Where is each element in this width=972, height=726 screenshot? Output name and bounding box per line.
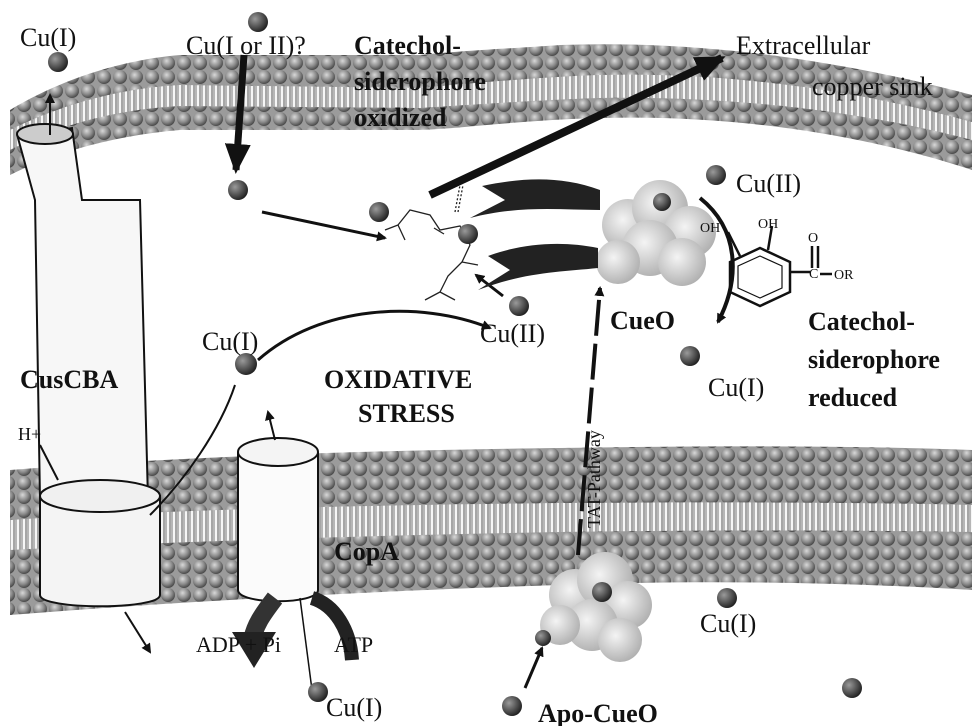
cuscba-bottom-arrow	[125, 612, 150, 652]
label-cu-ii-mid: Cu(II)	[480, 319, 545, 348]
label-cu-ii-right: Cu(II)	[736, 169, 801, 198]
label-cueo: CueO	[610, 306, 675, 335]
label-atp: ATP	[334, 632, 373, 657]
label-catechol-oxidized-1: Catechol-	[354, 31, 461, 60]
apo-cueo-arrow	[525, 648, 542, 688]
cueo-wedge-arrow-upper	[470, 179, 600, 218]
label-adp-pi: ADP + Pi	[196, 632, 281, 657]
label-catechol-reduced-1: Catechol-	[808, 307, 915, 336]
cueo-wedge-arrow-lower	[478, 244, 598, 290]
label-tat-pathway: TAT-Pathway	[584, 430, 604, 528]
label-ester-or: OR	[834, 268, 854, 283]
label-extracellular-1: Extracellular	[736, 31, 871, 60]
outer-membrane	[10, 44, 972, 175]
label-catechol-oxidized-3: oxidized	[354, 103, 447, 132]
copa-up-arrow	[268, 412, 275, 440]
label-catechol-reduced-3: reduced	[808, 383, 898, 412]
copa-bottom-line	[300, 598, 312, 690]
label-apo-cueo: Apo-CueO	[538, 699, 658, 726]
label-ester-c: C	[809, 267, 818, 282]
label-catechol-oxidized-2: siderophore	[354, 67, 486, 96]
label-oh-1: OH	[700, 221, 720, 236]
label-h-plus: H+	[18, 424, 41, 444]
label-extracellular-2: copper sink	[812, 72, 933, 101]
label-cu-i-bottom-right: Cu(I)	[700, 609, 756, 638]
label-stress: STRESS	[358, 399, 455, 428]
oxidative-cycle-arrow	[258, 311, 490, 360]
label-cu-i-or-ii: Cu(I or II)?	[186, 31, 306, 60]
cu-to-catechol-arrow	[262, 212, 385, 238]
label-carbonyl-o: O	[808, 231, 818, 246]
label-cu-i-top-left: Cu(I)	[20, 23, 76, 52]
label-catechol-reduced-2: siderophore	[808, 345, 940, 374]
label-oxidative: OXIDATIVE	[324, 365, 472, 394]
label-cu-i-right: Cu(I)	[708, 373, 764, 402]
copa-transporter	[238, 438, 318, 601]
label-oh-2: OH	[758, 217, 778, 232]
label-copa: CopA	[334, 537, 399, 566]
label-cu-i-mid-left: Cu(I)	[202, 327, 258, 356]
label-cuscba: CusCBA	[20, 365, 118, 394]
label-cu-i-bottom: Cu(I)	[326, 693, 382, 722]
